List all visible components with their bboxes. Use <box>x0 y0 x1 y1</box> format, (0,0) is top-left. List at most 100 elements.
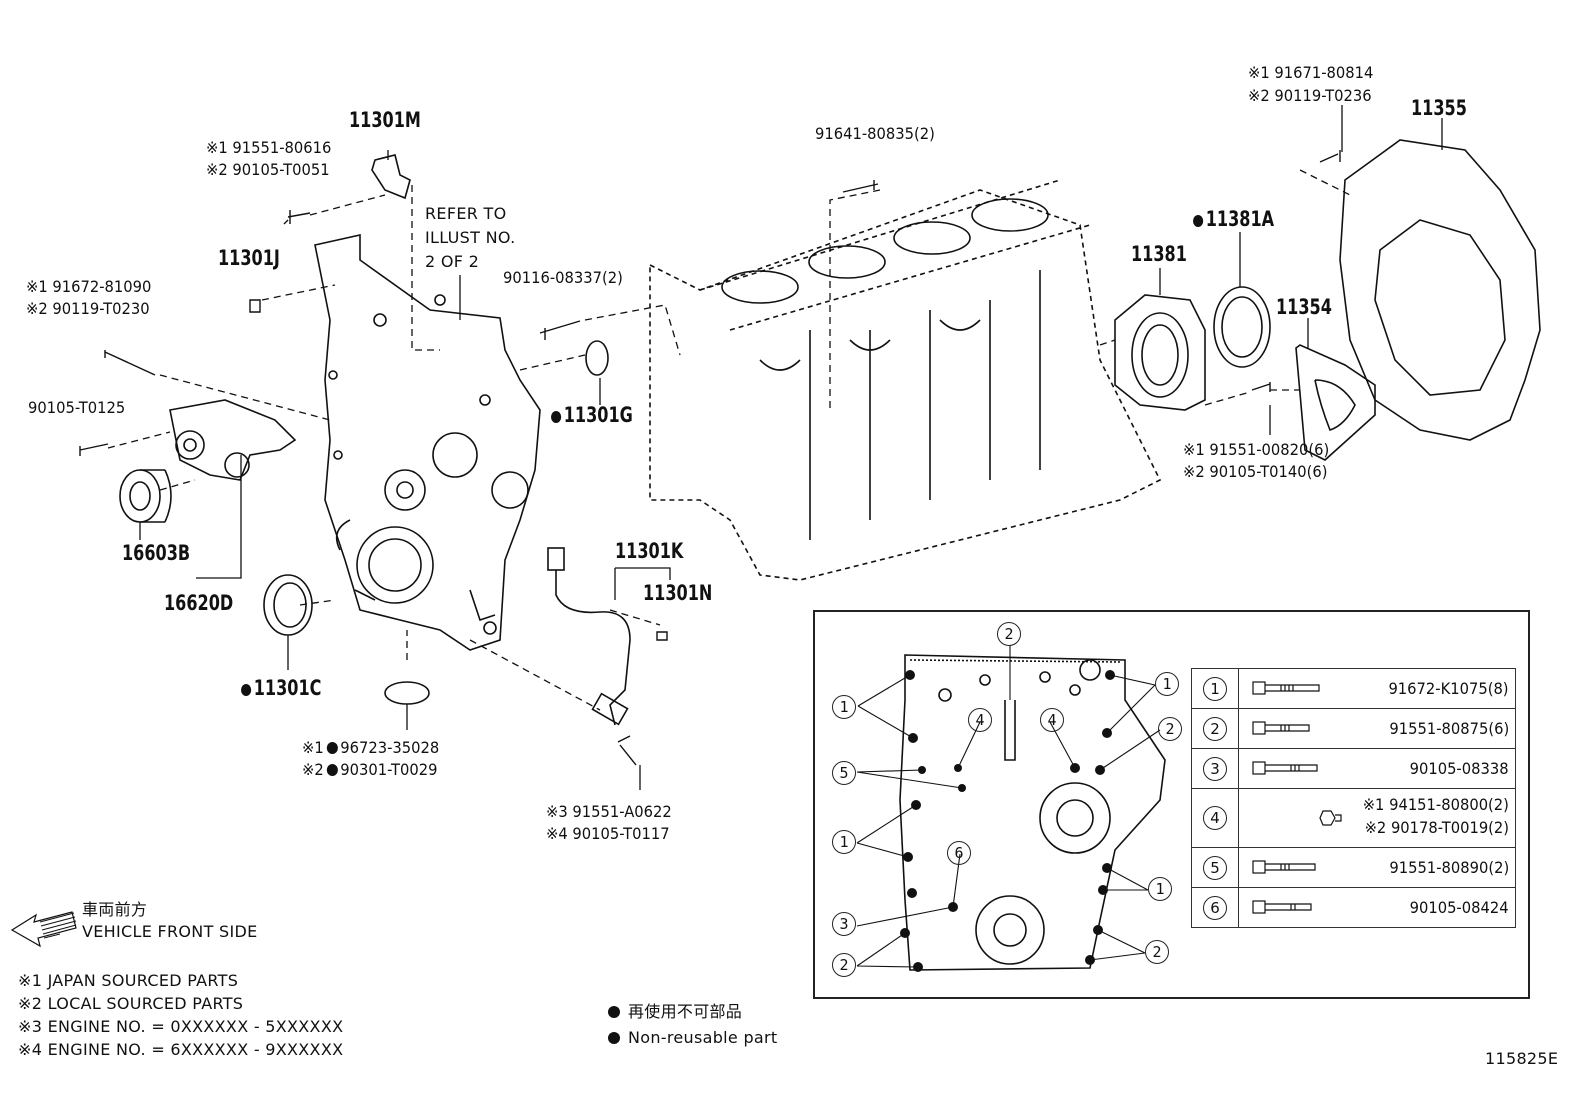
label-11301M-bolt-jp: ※1 91551-80616 <box>206 138 332 157</box>
leader-lines-dashed <box>107 169 1351 711</box>
label-91551-00820: ※1 91551-00820(6) <box>1183 440 1330 459</box>
sensor-11301M <box>371 154 411 200</box>
key-number: 5 <box>1203 855 1227 880</box>
nonreusable-legend-en: Non-reusable part <box>608 1028 777 1048</box>
inset-callout-1-left: 1 <box>832 695 856 719</box>
bolt-icon <box>1252 761 1318 775</box>
inset-callout-2-left: 2 <box>832 953 856 977</box>
nonreusable-dot-icon <box>551 411 562 423</box>
key-part-number-2: ※2 90178-T0019(2) <box>1364 818 1509 837</box>
cylinder-block-drawing <box>649 179 1162 581</box>
bolts <box>79 150 1341 766</box>
key-row: 3 90105-08338 <box>1191 748 1516 789</box>
label-90116-08337: 90116-08337(2) <box>503 268 623 287</box>
sensor-11301K-harness <box>547 547 631 726</box>
vehicle-front-en: VEHICLE FRONT SIDE <box>82 922 258 941</box>
label-16620D: 16620D <box>164 591 234 615</box>
note-local-sourced: ※2 LOCAL SOURCED PARTS <box>18 994 244 1013</box>
note-engine-range-3: ※3 ENGINE NO. = 0XXXXXX - 5XXXXXX <box>18 1017 344 1036</box>
vehicle-front-arrow <box>10 911 77 948</box>
key-number: 3 <box>1203 756 1227 781</box>
key-row: 1 91672-K1075(8) <box>1191 668 1516 709</box>
label-11354: 11354 <box>1276 295 1332 319</box>
bolt-icon <box>1252 860 1316 874</box>
nonreusable-dot-icon <box>608 1032 620 1044</box>
label-91641-80835: 91641-80835(2) <box>815 124 935 143</box>
timing-cover-drawing <box>314 234 541 651</box>
nonreusable-dot-icon <box>326 764 338 776</box>
illustration-number: 115825E <box>1485 1049 1559 1068</box>
label-11301N: 11301N <box>643 581 713 605</box>
inset-callout-5: 5 <box>832 761 856 785</box>
label-11355: 11355 <box>1411 96 1467 120</box>
inset-callout-2-top: 2 <box>997 622 1021 646</box>
key-part-number: 90105-08338 <box>1410 759 1509 778</box>
label-11301M: 11301M <box>349 108 421 132</box>
inset-callout-1-lower: 1 <box>1148 877 1172 901</box>
label-90105-T0117: ※4 90105-T0117 <box>546 824 670 843</box>
key-part-number: 91551-80875(6) <box>1389 719 1509 738</box>
cylinder-bores <box>721 198 1049 540</box>
nonreusable-legend-jp: 再使用不可部品 <box>608 1002 742 1022</box>
gasket-11301G <box>585 340 609 376</box>
key-number: 1 <box>1203 676 1227 701</box>
bolt-icon <box>1252 721 1310 735</box>
note-japan-sourced: ※1 JAPAN SOURCED PARTS <box>18 971 239 990</box>
nonreusable-dot-icon <box>608 1006 620 1018</box>
key-row: 4 ※1 94151-80800(2) ※2 90178-T0019(2) <box>1191 788 1516 848</box>
inset-callout-4-right: 4 <box>1040 708 1064 732</box>
label-91672-81090: ※1 91672-81090 <box>26 277 152 296</box>
inset-cover-drawing <box>899 654 1166 971</box>
idler-pulley-drawing <box>119 399 297 523</box>
label-11381: 11381 <box>1131 242 1187 266</box>
nut-icon <box>1319 810 1342 826</box>
label-11301G: 11301G <box>551 405 633 426</box>
label-11301K: 11301K <box>615 539 684 563</box>
key-row: 6 90105-08424 <box>1191 887 1516 928</box>
label-91551-A0622: ※3 91551-A0622 <box>546 802 672 821</box>
refer-line-2: ILLUST NO. <box>425 228 516 247</box>
oil-seal-11381A <box>1213 286 1271 368</box>
plate-11355 <box>1339 139 1541 441</box>
note-engine-range-4: ※4 ENGINE NO. = 6XXXXXX - 9XXXXXX <box>18 1040 344 1059</box>
key-number: 4 <box>1203 806 1227 830</box>
refer-line-3: 2 OF 2 <box>425 252 480 271</box>
oil-seal-11301C <box>263 574 313 636</box>
bolt-icon <box>1252 900 1312 914</box>
label-90119-T0230: ※2 90119-T0230 <box>26 299 150 318</box>
inset-callout-2-right: 2 <box>1158 717 1182 741</box>
nonreusable-dot-icon <box>326 742 338 754</box>
inset-callout-4-left: 4 <box>968 708 992 732</box>
label-90105-T0125: 90105-T0125 <box>28 398 126 417</box>
refer-line-1: REFER TO <box>425 204 507 223</box>
seal-retainer-11381 <box>1114 294 1206 411</box>
key-part-number: 91551-80890(2) <box>1389 858 1509 877</box>
key-number: 2 <box>1203 716 1227 741</box>
nonreusable-dot-icon <box>241 684 252 696</box>
label-90105-T0140: ※2 90105-T0140(6) <box>1183 462 1328 481</box>
inset-frame <box>813 610 1530 999</box>
key-number: 6 <box>1203 895 1227 920</box>
inset-callout-2-lower: 2 <box>1145 940 1169 964</box>
inset-callout-1-right: 1 <box>1155 672 1179 696</box>
label-11301C: 11301C <box>241 678 321 699</box>
key-row: 5 91551-80890(2) <box>1191 847 1516 888</box>
nonreusable-dot-icon <box>1193 215 1204 227</box>
inset-callout-3: 3 <box>832 912 856 936</box>
o-ring <box>384 681 430 705</box>
bolt-key-table: 1 91672-K1075(8) 2 91551-80875(6) 3 9010… <box>1191 668 1516 928</box>
inset-callout-1-mid: 1 <box>832 830 856 854</box>
key-part-number: ※1 94151-80800(2) <box>1362 795 1509 814</box>
label-90119-T0236: ※2 90119-T0236 <box>1248 86 1372 105</box>
key-part-number: 90105-08424 <box>1410 898 1509 917</box>
label-91671-80814: ※1 91671-80814 <box>1248 63 1374 82</box>
label-11381A: 11381A <box>1193 209 1274 230</box>
bolt-icon <box>1252 681 1320 695</box>
label-11301M-bolt-local: ※2 90105-T0051 <box>206 160 330 179</box>
label-16603B: 16603B <box>122 541 191 565</box>
key-row: 2 91551-80875(6) <box>1191 708 1516 749</box>
inset-callout-6: 6 <box>947 841 971 865</box>
